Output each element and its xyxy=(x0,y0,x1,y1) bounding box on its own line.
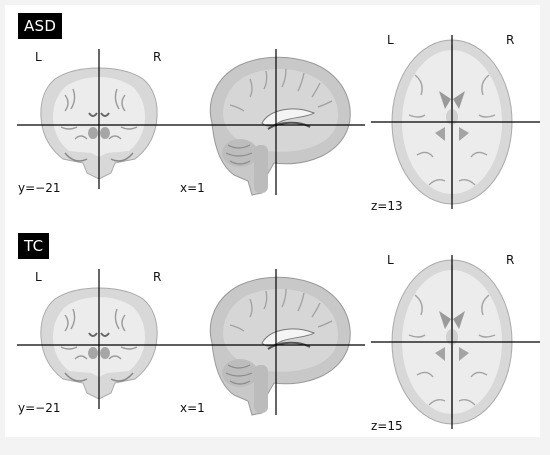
brain-figure: ASD L R y=−21 xyxy=(5,5,540,437)
left-marker: L xyxy=(35,50,42,64)
right-marker: R xyxy=(506,253,515,267)
right-marker: R xyxy=(153,50,162,64)
axial-view: L R z=13 xyxy=(365,5,540,221)
coronal-brain-image xyxy=(17,49,190,189)
coord-label: z=13 xyxy=(371,199,403,213)
coronal-brain-image xyxy=(17,269,190,409)
axial-brain-image xyxy=(371,35,540,209)
sagittal-view: x=1 xyxy=(180,225,365,441)
axial-brain-image xyxy=(371,255,540,429)
coord-label: y=−21 xyxy=(18,401,61,415)
coord-label: x=1 xyxy=(180,181,205,195)
coord-label: z=15 xyxy=(371,419,403,433)
right-marker: R xyxy=(506,33,515,47)
left-marker: L xyxy=(387,253,394,267)
left-marker: L xyxy=(387,33,394,47)
sagittal-brain-image xyxy=(190,269,365,416)
panel-tc: TC L R y=−21 xyxy=(5,225,540,441)
sagittal-brain-image xyxy=(190,49,365,196)
group-label: TC xyxy=(18,233,50,259)
coronal-view: L R y=−21 xyxy=(5,5,190,221)
sagittal-view: x=1 xyxy=(180,5,365,221)
coord-label: x=1 xyxy=(180,401,205,415)
axial-view: L R z=15 xyxy=(365,225,540,441)
group-label: ASD xyxy=(18,13,63,39)
left-marker: L xyxy=(35,270,42,284)
coord-label: y=−21 xyxy=(18,181,61,195)
coronal-view: L R y=−21 xyxy=(5,225,190,441)
panel-asd: ASD L R y=−21 xyxy=(5,5,540,221)
right-marker: R xyxy=(153,270,162,284)
